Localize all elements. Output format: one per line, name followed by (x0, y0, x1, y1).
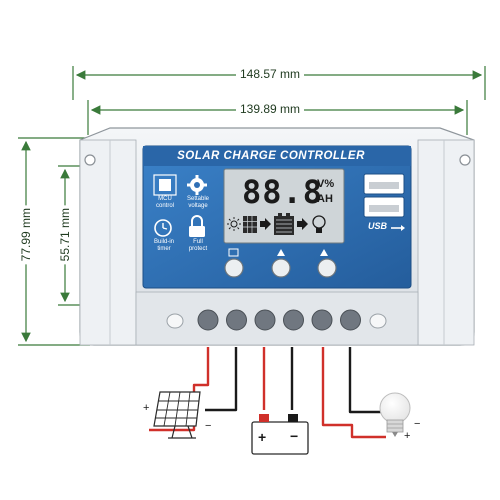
panel-title: SOLAR CHARGE CONTROLLER (177, 150, 365, 162)
lcd-unit-top: V% (317, 178, 335, 190)
terminal-screw (197, 309, 219, 331)
battery-plus-sign: + (258, 429, 267, 445)
solar-positive-wire (149, 347, 210, 432)
sun-icon (227, 217, 241, 231)
up-button[interactable] (271, 258, 291, 278)
clock-icon (154, 219, 172, 237)
usb-ports (363, 173, 405, 231)
bulb-icon (312, 215, 326, 233)
arrow-right-icon (260, 218, 271, 230)
solar-minus-sign: − (205, 420, 212, 432)
lcd-unit-bottom: AH (317, 193, 333, 205)
mounting-hole (459, 154, 471, 166)
battery-icon (274, 213, 294, 235)
usb-label: USB (368, 221, 388, 231)
mounting-hole (84, 154, 96, 166)
solar-plus-sign: + (143, 402, 150, 414)
menu-icon (228, 248, 239, 257)
terminal-block (197, 309, 361, 331)
solar-panel-icon (243, 216, 257, 233)
arrow-right-icon (297, 218, 308, 230)
control-buttons (228, 248, 328, 257)
bulb-icon (379, 392, 411, 437)
triangle-switch-icon (320, 249, 328, 256)
outer-height-label: 77.99 mm (19, 205, 33, 265)
load-minus-sign: − (414, 418, 421, 430)
down-button[interactable] (317, 258, 337, 278)
terminal-screw (226, 309, 247, 331)
terminal-screw (254, 309, 276, 331)
up-triangle-icon (277, 249, 285, 256)
load-positive-wire (321, 347, 386, 439)
terminal-screw (311, 309, 333, 331)
lcd-digits: 88.8 (242, 173, 324, 211)
solar-negative-wire (205, 347, 238, 412)
load-negative-wire (348, 347, 386, 414)
lcd-display (223, 168, 345, 244)
lock-icon (189, 215, 205, 237)
inner-width-label: 139.89 mm (236, 102, 305, 116)
feature-icons (153, 174, 207, 237)
outer-width-label: 148.57 mm (236, 67, 305, 81)
inner-height-label: 55.71 mm (58, 205, 72, 265)
screw-hole (369, 313, 387, 329)
chip-icon (153, 174, 177, 196)
battery-icon (251, 414, 309, 455)
load-plus-sign: + (404, 430, 411, 442)
terminal-screw (340, 309, 361, 331)
wiring (149, 347, 386, 439)
screw-hole (166, 313, 184, 329)
terminal-screw (283, 309, 304, 331)
battery-minus-sign: − (290, 428, 299, 444)
usb-symbol-icon (391, 225, 405, 231)
menu-button[interactable] (224, 258, 244, 278)
gear-icon (187, 175, 207, 195)
solar-panel-icon (153, 391, 201, 439)
